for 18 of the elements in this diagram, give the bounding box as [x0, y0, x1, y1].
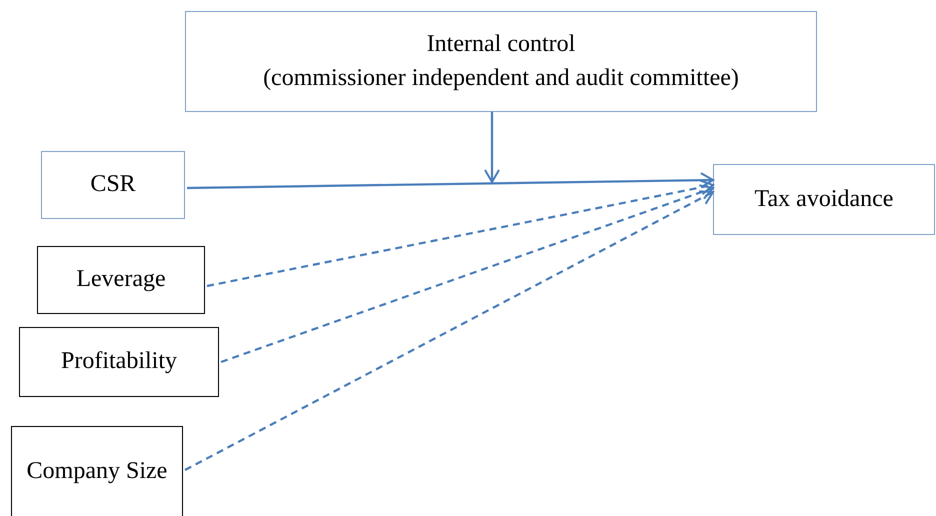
text-box — [37, 246, 205, 314]
box-title: CSR — [90, 170, 136, 200]
box-title: Internal control — [426, 30, 576, 59]
text-box — [41, 151, 185, 219]
box-subtitle: (commissioner independent and audit committee) — [263, 64, 739, 92]
text-box — [19, 327, 219, 397]
text-box — [11, 426, 183, 516]
arrow — [220, 184, 714, 364]
arrow — [186, 172, 714, 190]
arrow — [484, 112, 500, 183]
box-title: Profitability — [61, 347, 177, 376]
arrow — [206, 179, 714, 288]
box-title: Leverage — [76, 265, 166, 294]
arrow — [184, 190, 714, 471]
text-box — [185, 11, 817, 112]
box-title: Company Size — [26, 457, 168, 486]
box-title: Tax avoidance — [754, 184, 894, 214]
text-box — [713, 164, 935, 235]
